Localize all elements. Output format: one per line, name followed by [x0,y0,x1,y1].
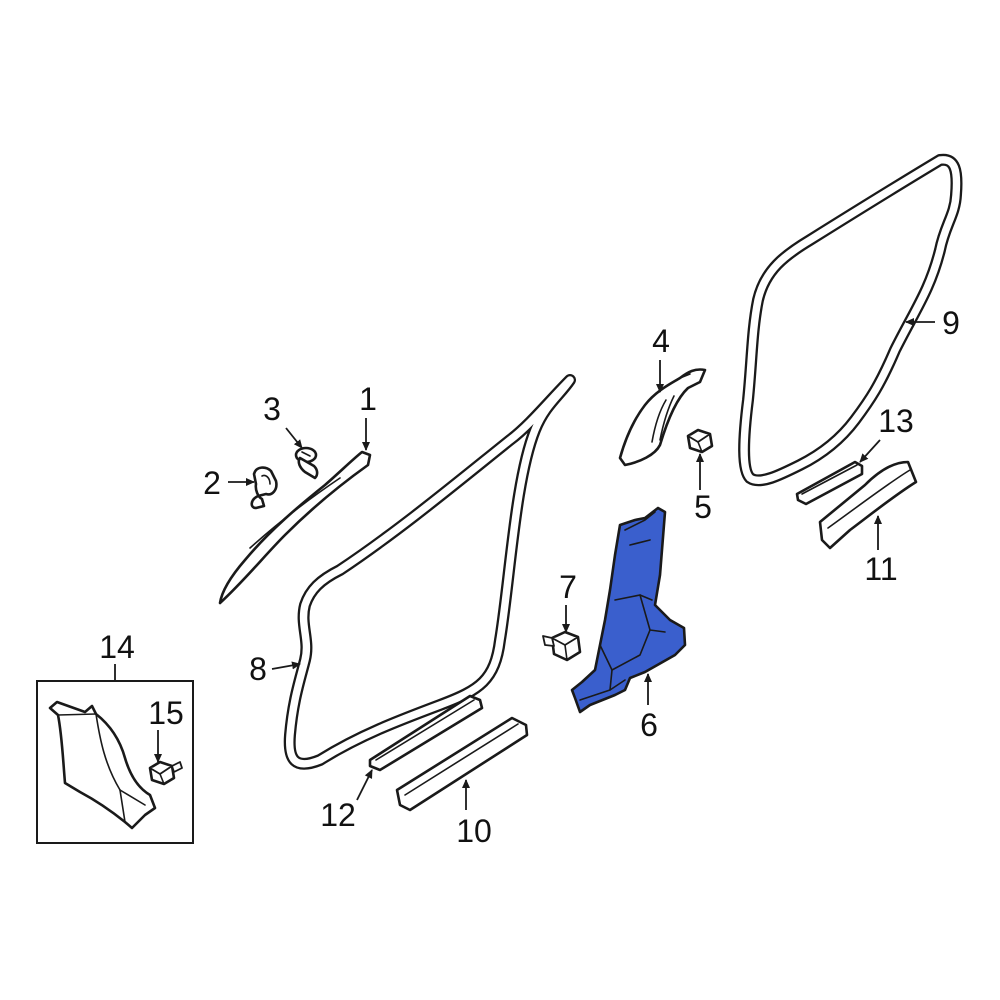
callout-6: 6 [640,707,658,743]
pillar-lower-cover-part-14[interactable] [48,700,157,830]
bolt-part-7[interactable] [542,630,582,662]
callout-1: 1 [359,381,377,417]
kicking-plate-rear[interactable] [818,460,918,550]
callout-3: 3 [263,391,281,427]
scuff-plate-front-inner[interactable] [368,694,484,772]
bolt-part-5[interactable] [686,428,714,454]
callout-5: 5 [694,489,712,525]
callout-10: 10 [456,813,492,849]
weatherstrip-rear[interactable] [738,153,963,487]
callout-15: 15 [148,695,184,731]
callout-labels: 1 2 3 4 5 6 7 8 9 10 11 12 13 14 15 [99,305,960,849]
callout-7: 7 [559,569,577,605]
callout-9: 9 [942,305,960,341]
b-pillar-upper-garnish[interactable] [618,368,707,467]
callout-4: 4 [652,323,670,359]
callout-2: 2 [203,465,221,501]
leader-lines [114,318,935,810]
kicking-plate-front[interactable] [395,716,529,812]
b-pillar-lower-garnish-highlighted[interactable] [570,506,687,714]
a-pillar-garnish[interactable] [218,450,372,605]
bolt-part-15[interactable] [148,760,183,786]
callout-14: 14 [99,629,135,665]
weatherstrip-front[interactable] [283,374,576,770]
clip-part-2[interactable] [250,466,278,510]
scuff-plate-rear-inner[interactable] [795,460,864,506]
callout-8: 8 [249,651,267,687]
callout-11: 11 [864,551,897,587]
clip-part-3[interactable] [294,446,319,480]
callout-12: 12 [320,797,356,833]
callout-13: 13 [878,403,914,439]
